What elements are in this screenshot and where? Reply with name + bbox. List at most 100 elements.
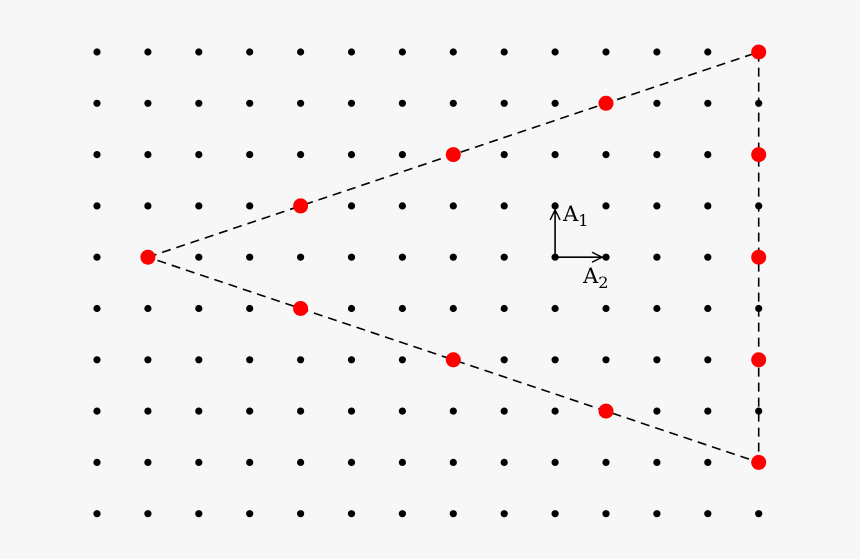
- lattice-dot: [449, 510, 457, 518]
- lattice-dot: [500, 458, 508, 466]
- lattice-dot: [246, 304, 254, 313]
- lattice-dot: [653, 48, 661, 56]
- lattice-dot: [347, 253, 356, 261]
- lattice-dot: [246, 458, 254, 466]
- lattice-dot: [449, 458, 457, 466]
- lattice-dot: [704, 356, 712, 364]
- lattice-dot: [653, 407, 661, 415]
- lattice-dot: [246, 356, 254, 364]
- lattice-dot: [551, 99, 559, 107]
- lattice-dot: [398, 202, 406, 210]
- highlighted-point: [293, 301, 309, 316]
- lattice-dot: [755, 510, 763, 518]
- lattice-dot: [347, 356, 356, 364]
- lattice-dot: [398, 253, 406, 261]
- highlighted-point: [751, 249, 767, 265]
- vector-a2-subscript: 2: [598, 273, 608, 292]
- lattice-dot: [347, 304, 356, 313]
- lattice-dot: [144, 458, 152, 466]
- lattice-dot: [93, 202, 101, 210]
- lattice-dot: [144, 407, 152, 415]
- lattice-dot: [704, 202, 712, 210]
- highlighted-point: [140, 249, 156, 265]
- lattice-dot: [297, 458, 305, 466]
- lattice-dot: [297, 99, 305, 107]
- lattice-dot: [93, 304, 101, 313]
- lattice-dot: [551, 304, 559, 313]
- lattice-dot: [347, 458, 356, 466]
- lattice-dot: [602, 304, 610, 313]
- lattice-dot: [551, 407, 559, 415]
- lattice-dot: [500, 48, 508, 56]
- lattice-dot: [144, 510, 152, 518]
- lattice-dot: [195, 253, 203, 261]
- lattice-dot: [398, 151, 406, 159]
- lattice-dot: [398, 407, 406, 415]
- lattice-dot: [398, 356, 406, 364]
- lattice-dot: [144, 48, 152, 56]
- highlighted-point: [751, 352, 767, 368]
- lattice-dot: [500, 356, 508, 364]
- lattice-dot: [297, 407, 305, 415]
- lattice-dot: [704, 151, 712, 159]
- lattice-dot: [93, 458, 101, 466]
- lattice-dot: [704, 510, 712, 518]
- lattice-dot: [195, 510, 203, 518]
- lattice-dot: [653, 458, 661, 466]
- lattice-dot: [144, 356, 152, 364]
- lattice-dot: [500, 407, 508, 415]
- lattice-dot: [297, 356, 305, 364]
- lattice-dot: [500, 304, 508, 313]
- lattice-dot: [347, 510, 356, 518]
- basis-vectors: A1 A2: [555, 202, 608, 292]
- lattice-dot: [93, 253, 101, 261]
- highlighted-points: [140, 44, 767, 470]
- lattice-dot: [500, 99, 508, 107]
- highlighted-point: [598, 403, 614, 419]
- lattice-dot: [246, 253, 254, 261]
- lattice-dot: [755, 407, 763, 415]
- highlighted-point: [293, 198, 309, 214]
- lattice-dot: [602, 510, 610, 518]
- lattice-dot: [551, 151, 559, 159]
- lattice-dot: [551, 48, 559, 56]
- lattice-dot: [449, 253, 457, 261]
- lattice-dot: [398, 304, 406, 313]
- lattice-dot: [246, 407, 254, 415]
- lattice-dot: [653, 304, 661, 313]
- lattice-dot: [449, 99, 457, 107]
- lattice-dot: [551, 510, 559, 518]
- lattice-dot: [602, 253, 610, 261]
- lattice-dot: [144, 151, 152, 159]
- lattice-dot: [398, 48, 406, 56]
- lattice-dot: [347, 407, 356, 415]
- lattice-dot: [347, 99, 356, 107]
- lattice-dot: [297, 151, 305, 159]
- lattice-dot: [653, 151, 661, 159]
- lattice-dot: [449, 304, 457, 313]
- lattice-dot: [551, 202, 559, 210]
- lattice-dot: [93, 48, 101, 56]
- lattice-dot: [500, 510, 508, 518]
- lattice-dot: [602, 151, 610, 159]
- lattice-dot: [144, 202, 152, 210]
- lattice-dot: [602, 458, 610, 466]
- lattice-dot: [195, 151, 203, 159]
- lattice-dot: [704, 99, 712, 107]
- lattice-dot: [653, 99, 661, 107]
- lattice-dot: [246, 48, 254, 56]
- lattice-dot: [144, 304, 152, 313]
- lattice-dot: [195, 202, 203, 210]
- lattice-dot: [246, 99, 254, 107]
- lattice-dot: [551, 458, 559, 466]
- lattice-dot: [449, 202, 457, 210]
- lattice-dot: [297, 253, 305, 261]
- lattice-dot: [704, 407, 712, 415]
- vector-a1-label: A1: [562, 202, 588, 230]
- lattice-dot: [704, 458, 712, 466]
- lattice-dot: [602, 48, 610, 56]
- lattice-dot: [297, 510, 305, 518]
- lattice-dot: [297, 48, 305, 56]
- lattice-dot: [347, 202, 356, 210]
